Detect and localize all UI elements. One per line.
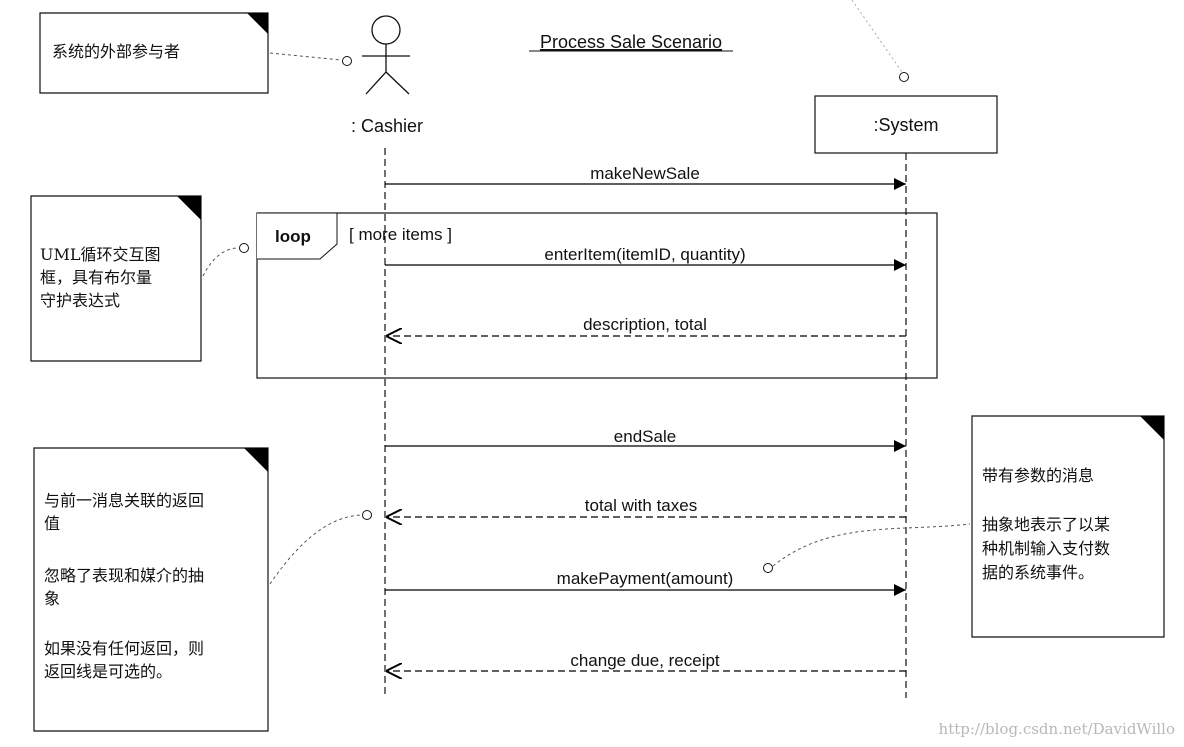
connector-actor-note xyxy=(269,52,342,61)
note-line: 象 xyxy=(44,589,60,608)
note-line: 忽略了表现和媒介的抽 xyxy=(44,566,204,585)
note-line: 值 xyxy=(44,514,60,533)
loop-tag xyxy=(257,212,338,260)
note-line: 系统的外部参与者 xyxy=(52,42,180,61)
diagram-title: Process Sale Scenario xyxy=(540,32,722,52)
message-label: change due, receipt xyxy=(570,651,720,670)
note-param: 带有参数的消息 抽象地表示了以某 种机制输入支付数 据的系统事件。 xyxy=(971,415,1165,638)
note-return: 与前一消息关联的返回 值 忽略了表现和媒介的抽 象 如果没有任何返回，则 返回线… xyxy=(33,447,269,732)
note-line: 如果没有任何返回，则 xyxy=(44,639,204,658)
message-label: enterItem(itemID, quantity) xyxy=(544,245,745,264)
loop-frame xyxy=(256,212,938,379)
note-line: 抽象地表示了以某 xyxy=(982,515,1110,534)
cashier-label: : Cashier xyxy=(351,116,423,136)
note-line: 据的系统事件。 xyxy=(982,563,1094,582)
note-line: UML循环交互图 xyxy=(40,245,161,264)
note-line: 与前一消息关联的返回 xyxy=(44,491,204,510)
note-line: 返回线是可选的。 xyxy=(44,662,172,681)
return-change-due-receipt: change due, receipt xyxy=(386,651,906,671)
loop-keyword: loop xyxy=(275,227,311,246)
return-total-with-taxes: total with taxes xyxy=(386,496,906,517)
connector-param-note xyxy=(772,523,971,567)
loop-guard: [ more items ] xyxy=(349,225,452,244)
message-end-sale: endSale xyxy=(385,427,906,452)
anchor-param xyxy=(763,563,773,573)
note-line: 守护表达式 xyxy=(40,291,120,310)
note-line: 带有参数的消息 xyxy=(982,466,1094,485)
message-label: description, total xyxy=(583,315,707,334)
anchor-system xyxy=(899,72,909,82)
note-loop: UML循环交互图 框，具有布尔量 守护表达式 xyxy=(30,195,202,362)
system-box xyxy=(814,95,998,154)
message-enter-item: enterItem(itemID, quantity) xyxy=(385,245,906,271)
message-make-new-sale: makeNewSale xyxy=(385,164,906,190)
note-actor: 系统的外部参与者 xyxy=(39,12,269,94)
cashier-actor-icon xyxy=(362,15,410,95)
return-description-total: description, total xyxy=(386,315,906,336)
anchor-actor xyxy=(342,56,352,66)
message-label: makeNewSale xyxy=(590,164,700,183)
message-make-payment: makePayment(amount) xyxy=(385,569,906,596)
anchor-return xyxy=(362,510,372,520)
note-line: 种机制输入支付数 xyxy=(982,539,1110,558)
watermark: http://blog.csdn.net/DavidWillo xyxy=(939,720,1175,738)
note-line: 框，具有布尔量 xyxy=(40,268,152,287)
system-label: :System xyxy=(873,115,938,135)
anchor-loop xyxy=(239,243,249,253)
connector-loop-note xyxy=(202,247,239,277)
message-label: endSale xyxy=(614,427,676,446)
connector-system xyxy=(851,0,903,73)
connector-return-note xyxy=(269,514,363,585)
message-label: makePayment(amount) xyxy=(557,569,734,588)
message-label: total with taxes xyxy=(585,496,697,515)
